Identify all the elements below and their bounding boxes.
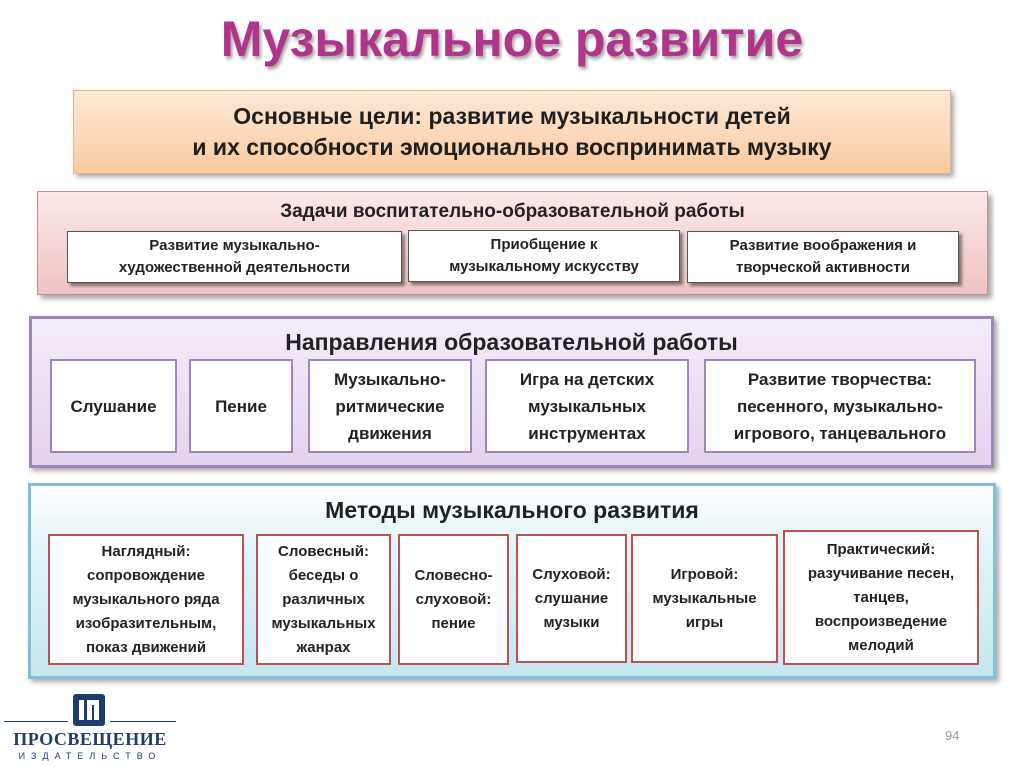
method-card-2-line-3: различных [282,590,365,608]
methods-block: Методы музыкального развития Наглядный: … [28,483,996,679]
task-card-3: Развитие воображения и творческой активно… [687,231,959,283]
direction-card-4-line-1: Игра на детских [519,369,655,389]
method-card-4-line-1: Слуховой: [532,565,611,583]
method-card-1-line-4: изобразительным, [75,614,217,632]
method-card-6-line-1: Практический: [826,540,936,558]
directions-block: Направления образовательной работы Слуша… [29,316,994,468]
direction-card-5-line-1: Развитие творчества: [747,369,933,389]
task-card-3-line-1: Развитие воображения и [729,237,917,254]
direction-card-3-line-2: ритмические [335,396,445,416]
goal-line-1: Основные цели: развитие музыкальности де… [233,103,791,129]
method-card-2: Словесный: беседы о различных музыкальны… [256,534,391,665]
direction-card-1-line-1: Слушание [70,396,157,416]
method-card-4-line-2: слушание [534,589,609,607]
method-card-5-line-1: Игровой: [670,565,739,583]
direction-card-1: Слушание [50,359,177,453]
method-card-1: Наглядный: сопровождение музыкального ря… [48,534,244,665]
publisher-subtitle: ИЗДАТЕЛЬСТВО [18,751,162,761]
task-card-2-line-1: Приобщение к [490,236,598,253]
methods-title: Методы музыкального развития [325,497,699,523]
tasks-block: Задачи воспитательно-образовательной раб… [37,191,988,295]
tasks-title: Задачи воспитательно-образовательной раб… [280,201,745,222]
publisher-logo: ПРОСВЕЩЕНИЕ ИЗДАТЕЛЬСТВО [0,690,178,767]
method-card-2-line-5: жанрах [296,638,351,656]
task-card-2-line-2: музыкальному искусству [449,258,639,275]
method-card-1-line-5: показ движений [85,638,207,656]
method-card-3-line-1: Словесно- [414,566,493,584]
method-card-3: Словесно- слуховой: пение [398,534,509,665]
method-card-2-line-2: беседы о [288,566,359,584]
direction-card-4: Игра на детских музыкальных инструментах [485,359,689,453]
direction-card-5-line-3: игрового, танцевального [733,423,947,443]
method-card-2-line-1: Словесный: [278,542,369,560]
method-card-6-line-2: разучивание песен, [807,564,955,582]
directions-title: Направления образовательной работы [285,329,738,355]
method-card-1-line-1: Наглядный: [101,542,191,560]
logo-divider-left [4,721,68,722]
logo-divider-right [110,721,176,722]
method-card-4-line-3: музыки [543,613,600,631]
direction-card-2: Пение [189,359,293,453]
direction-card-3: Музыкально- ритмические движения [308,359,472,453]
task-card-1: Развитие музыкально-художественной деяте… [67,231,402,283]
method-card-6-line-4: воспроизведение [814,612,948,630]
method-card-2-line-4: музыкальных [271,614,376,632]
direction-card-4-line-3: инструментах [528,423,646,443]
method-card-1-line-3: музыкального ряда [72,590,220,608]
method-card-1-line-2: сопровождение [86,566,205,584]
task-card-2: Приобщение к музыкальному искусству [408,230,680,282]
method-card-5-line-3: игры [685,613,724,631]
direction-card-2-line-1: Пение [215,396,267,416]
method-card-3-line-3: пение [431,614,476,632]
direction-card-5-line-2: песенного, музыкально- [736,396,944,416]
goal-banner: Основные цели: развитие музыкальности де… [73,90,951,174]
direction-card-4-line-2: музыкальных [527,396,646,416]
goal-line-2: и их способности эмоционально воспринима… [192,134,832,160]
method-card-6: Практический: разучивание песен, танцев,… [783,530,979,665]
method-card-6-line-5: мелодий [848,636,914,654]
task-card-1-line-2: художественной деятельности [118,259,351,276]
method-card-6-line-3: танцев, [853,588,909,606]
method-card-3-line-2: слуховой: [415,590,492,608]
publisher-name: ПРОСВЕЩЕНИЕ [13,729,167,749]
direction-card-5: Развитие творчества: песенного, музыкаль… [704,359,976,453]
method-card-5: Игровой: музыкальные игры [631,534,778,663]
method-card-4: Слуховой: слушание музыки [516,534,627,663]
publisher-emblem-icon [73,694,105,726]
direction-card-3-line-1: Музыкально- [334,369,446,389]
method-card-5-line-2: музыкальные [652,589,757,607]
direction-card-3-line-3: движения [348,423,432,443]
page-number: 94 [945,728,960,743]
page-title: Музыкальное развитие [220,11,804,67]
task-card-1-line-1: Развитие музыкально- [149,237,320,254]
task-card-3-line-2: творческой активности [736,259,910,276]
